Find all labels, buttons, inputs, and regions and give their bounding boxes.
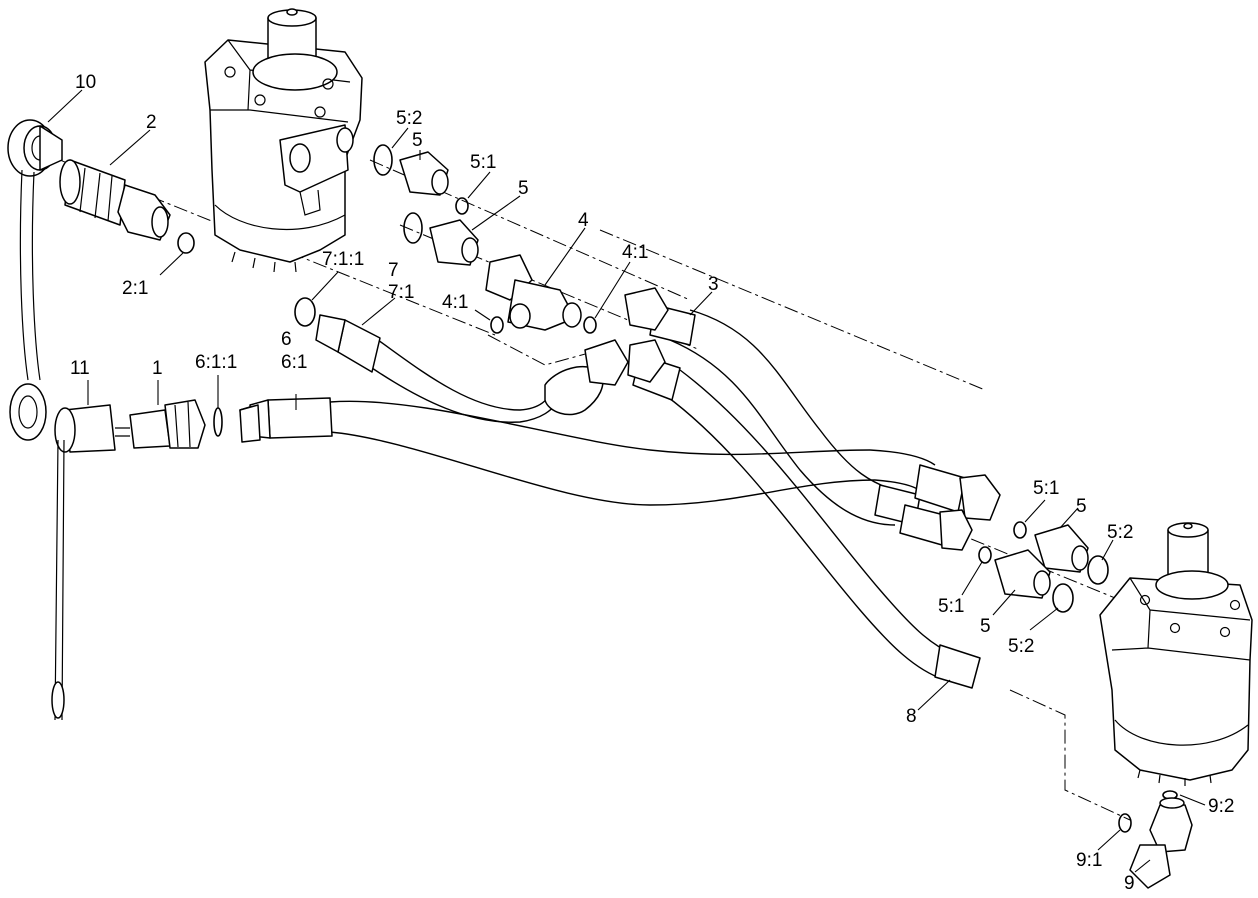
- coupler-2: [59, 159, 195, 254]
- part-labels: 10 2 2:1 11 1 6:1:1 6 6:1 7:1:1 7 7:1 5:…: [70, 72, 1234, 894]
- label-2-1: 2:1: [122, 278, 148, 299]
- motor-top-left: [204, 8, 363, 273]
- label-9-1: 9:1: [1076, 850, 1102, 871]
- coupler-1: [115, 399, 261, 449]
- label-10: 10: [75, 72, 96, 93]
- fittings-top: [294, 144, 597, 334]
- label-7: 7: [388, 260, 399, 281]
- label-1: 1: [152, 358, 163, 379]
- hose-3: [624, 287, 921, 526]
- hose-right-upper-end: [899, 464, 1001, 551]
- label-5-right-lower: 5: [980, 616, 991, 637]
- label-8: 8: [906, 706, 917, 727]
- label-5-2-top: 5:2: [396, 108, 422, 129]
- label-5-1-right-lower: 5:1: [938, 596, 964, 617]
- dust-cap-10: [7, 119, 63, 441]
- fittings-right: [978, 521, 1109, 613]
- cap-11: [51, 404, 116, 721]
- label-9-2: 9:2: [1208, 796, 1234, 817]
- label-4-1-left: 4:1: [442, 292, 468, 313]
- label-11: 11: [70, 358, 90, 379]
- label-5-top: 5: [412, 130, 423, 151]
- label-5-2-right-lower: 5:2: [1008, 636, 1034, 657]
- label-6-1: 6:1: [281, 352, 307, 373]
- label-7-1: 7:1: [388, 282, 414, 303]
- leader-lines: [47, 89, 1206, 873]
- label-4: 4: [578, 210, 589, 231]
- label-9: 9: [1124, 873, 1135, 894]
- hose-6: [239, 397, 936, 506]
- hose-8: [627, 339, 981, 689]
- label-5-2-right-upper: 5:2: [1107, 522, 1133, 543]
- hose-7: [315, 314, 629, 423]
- label-3: 3: [708, 274, 719, 295]
- label-4-1-right: 4:1: [622, 242, 648, 263]
- label-5-right-upper: 5: [1076, 496, 1087, 517]
- label-6-1-1: 6:1:1: [195, 352, 237, 373]
- label-7-1-1: 7:1:1: [322, 249, 364, 270]
- motor-bottom-right: [1099, 522, 1253, 786]
- label-6: 6: [281, 329, 292, 350]
- elbow-9: [1118, 790, 1193, 889]
- label-5-1-top: 5:1: [470, 152, 496, 173]
- label-5-mid: 5: [518, 178, 529, 199]
- label-5-1-right-upper: 5:1: [1033, 478, 1059, 499]
- label-2: 2: [146, 112, 157, 133]
